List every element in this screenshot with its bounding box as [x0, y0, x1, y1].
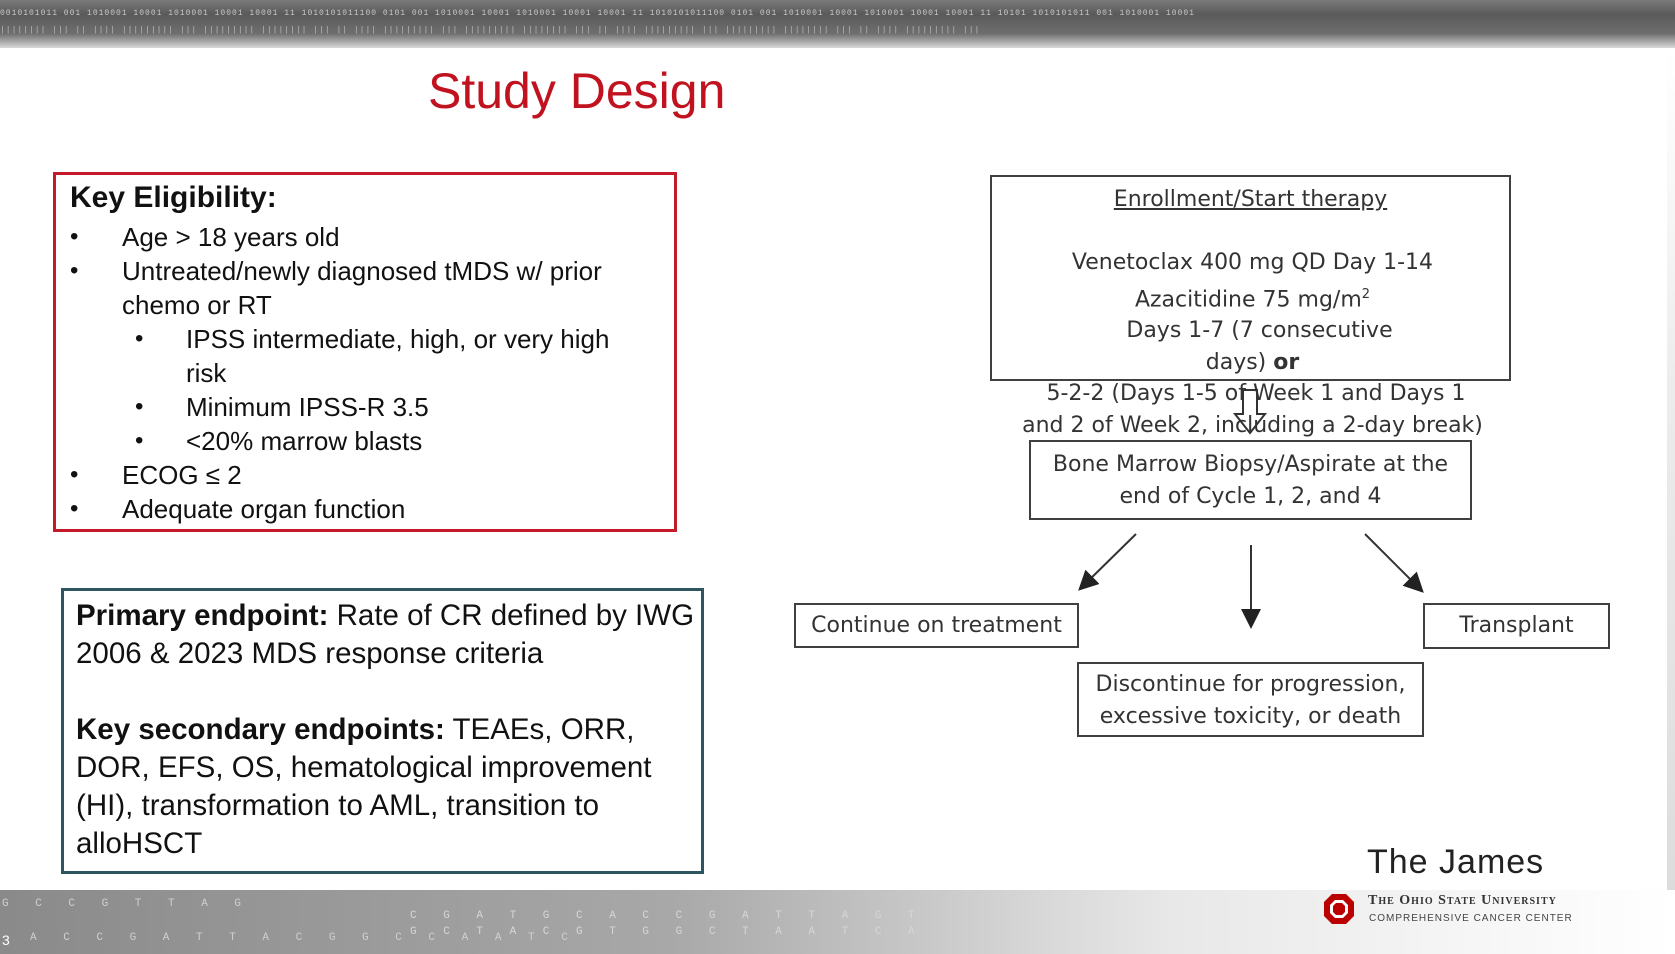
primary-endpoint-text: Rate of CR defined by IWG 2006 & 2023 MD…	[76, 599, 695, 670]
enrollment-regimen: Venetoclax 400 mg QD Day 1-14 Azacitidin…	[1022, 250, 1483, 438]
dna-sequence-row: A C C G A T T A C G G C C A A T C	[30, 932, 578, 944]
transplant-box: Transplant	[1423, 603, 1610, 649]
bottom-dna-banner: G C C G T T A G A C C G A T T A C G G C …	[0, 890, 1675, 954]
barcode-pattern-row: |||||||| ||| || |||| ||||||||| ||| |||||…	[0, 26, 981, 35]
the-james-logo-text: The James	[1367, 843, 1545, 881]
primary-endpoint: Primary endpoint: Rate of CR defined by …	[76, 597, 696, 673]
slide-number: 3	[2, 932, 10, 948]
enrollment-heading: Enrollment/Start therapy	[1113, 187, 1388, 212]
university-name: The Ohio State University	[1368, 893, 1557, 908]
osu-block-o-icon	[1323, 893, 1355, 925]
binary-pattern-row: 0010101011 001 1010001 10001 1010001 100…	[0, 9, 1195, 18]
top-binary-banner: 0010101011 001 1010001 10001 1010001 100…	[0, 0, 1675, 48]
discontinue-box: Discontinue for progression, excessive t…	[1077, 662, 1424, 737]
dna-sequence-row: G C C G T T A G	[2, 898, 252, 910]
primary-endpoint-label: Primary endpoint:	[76, 599, 329, 632]
continue-treatment-box: Continue on treatment	[794, 603, 1079, 648]
slide-title: Study Design	[428, 63, 726, 119]
arrow-to-transplant	[1364, 533, 1424, 593]
secondary-endpoints: Key secondary endpoints: TEAEs, ORR, DOR…	[76, 711, 696, 863]
endpoints-text: Primary endpoint: Rate of CR defined by …	[76, 597, 696, 863]
eligibility-heading: Key Eligibility:	[70, 181, 277, 214]
enrollment-box: Enrollment/Start therapy Venetoclax 400 …	[990, 175, 1511, 438]
arrow-to-continue	[1078, 533, 1137, 591]
slide-edge-shadow	[1667, 48, 1675, 898]
dna-sequence-row: C G A T G C A C C G A T T A G T	[410, 910, 925, 922]
eligibility-box: Key Eligibility: • Age > 18 years old • …	[53, 172, 677, 532]
marrow-biopsy-box: Bone Marrow Biopsy/Aspirate at the end o…	[1029, 440, 1472, 520]
cancer-center-name: COMPREHENSIVE CANCER CENTER	[1369, 913, 1573, 924]
dna-sequence-row: G C T A C G T G G C T A A T C A	[410, 926, 925, 938]
endpoints-box: Primary endpoint: Rate of CR defined by …	[61, 588, 704, 874]
secondary-endpoints-label: Key secondary endpoints:	[76, 713, 445, 746]
secondary-endpoints-text: TEAEs, ORR, DOR, EFS, OS, hematological …	[76, 713, 652, 860]
